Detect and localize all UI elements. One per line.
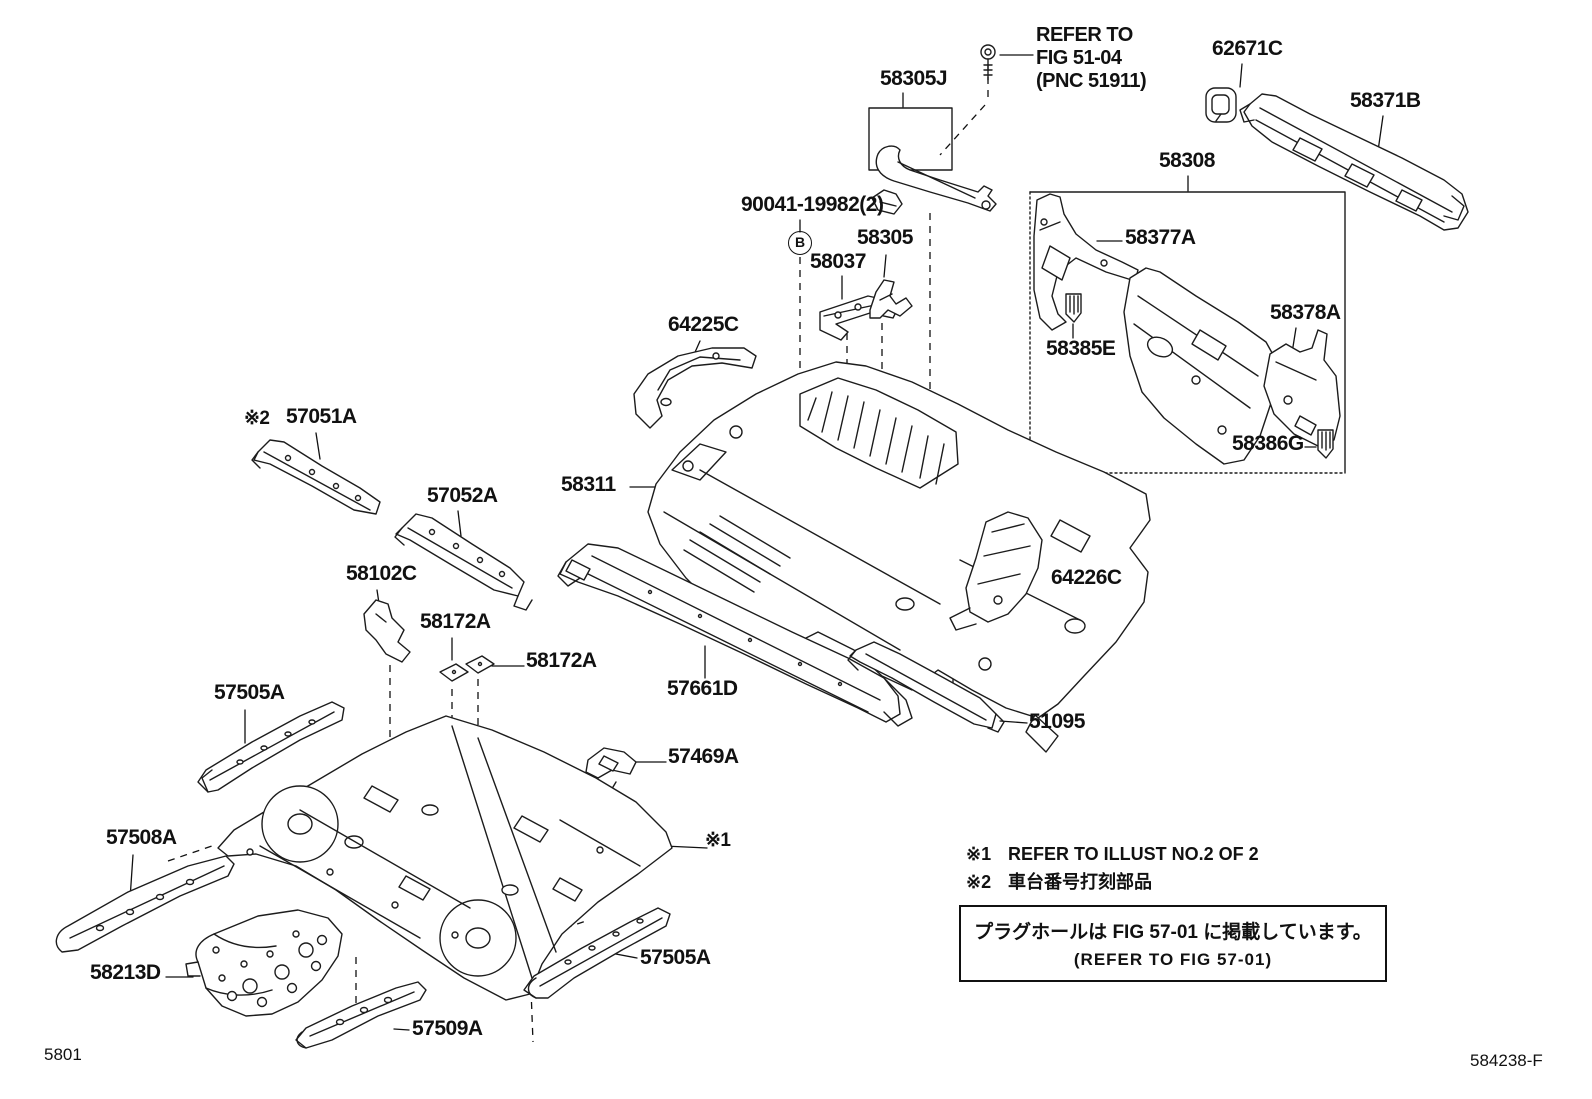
part-58213d-drawing bbox=[185, 909, 343, 1017]
callout-64225c: 64225C bbox=[668, 313, 739, 336]
figure-code: 5801 bbox=[44, 1045, 82, 1064]
callout-58213d: 58213D bbox=[90, 961, 161, 984]
callout-64226c: 64226C bbox=[1051, 566, 1122, 589]
part-64226c-drawing bbox=[949, 511, 1043, 631]
plug-hole-note-box: プラグホールは FIG 57-01 に掲載しています。 (REFER TO FI… bbox=[959, 905, 1387, 982]
bolt-variant-marker: B bbox=[788, 231, 812, 255]
part-51095-drawing bbox=[847, 641, 1005, 733]
callout-57508a: 57508A bbox=[106, 826, 177, 849]
callout-note1-mark: ※1 bbox=[705, 830, 731, 851]
part-58305j-drawing bbox=[868, 107, 997, 215]
callout-58037: 58037 bbox=[810, 250, 866, 273]
callout-57469a: 57469A bbox=[668, 745, 739, 768]
callout-58311: 58311 bbox=[561, 473, 616, 496]
footnote-2-text: 車台番号打刻部品 bbox=[1008, 871, 1152, 892]
part-57051a-drawing bbox=[251, 439, 381, 515]
drawing-code: 584238-F bbox=[1470, 1051, 1543, 1070]
footnote-2: ※2 車台番号打刻部品 bbox=[966, 871, 1259, 894]
callout-58377a: 58377A bbox=[1125, 226, 1196, 249]
part-57505a-rear-drawing bbox=[523, 907, 671, 999]
part-64225c-drawing bbox=[633, 347, 757, 429]
callout-58172a-2: 58172A bbox=[526, 649, 597, 672]
part-58385e-drawing bbox=[1065, 293, 1082, 323]
callout-58371b: 58371B bbox=[1350, 89, 1421, 112]
part-lower-back-panel-drawing bbox=[1123, 267, 1277, 465]
footnote-1: ※1 REFER TO ILLUST NO.2 OF 2 bbox=[966, 843, 1259, 866]
part-58305-drawing bbox=[869, 279, 913, 319]
callout-90041-19982: 90041-19982(2) bbox=[741, 193, 884, 216]
footnotes: ※1 REFER TO ILLUST NO.2 OF 2 ※2 車台番号打刻部品 bbox=[966, 843, 1259, 898]
callout-62671c: 62671C bbox=[1212, 37, 1283, 60]
plug-hole-note-jp: プラグホールは FIG 57-01 に掲載しています。 bbox=[974, 922, 1372, 943]
callout-58102c: 58102C bbox=[346, 562, 417, 585]
part-57508a-drawing bbox=[55, 855, 235, 953]
part-57469a-drawing bbox=[585, 747, 637, 793]
part-62671c-drawing bbox=[1205, 87, 1237, 123]
part-58371b-drawing bbox=[1239, 93, 1469, 231]
part-57509a-drawing bbox=[295, 981, 427, 1049]
plug-hole-note-en: (REFER TO FIG 57-01) bbox=[1073, 950, 1273, 969]
part-57505a-front-drawing bbox=[197, 701, 345, 793]
part-58378a-drawing bbox=[1263, 329, 1341, 447]
part-58102c-drawing bbox=[363, 599, 411, 663]
callout-57661d: 57661D bbox=[667, 677, 738, 700]
bolt-icon bbox=[980, 44, 996, 81]
footnote-1-mark: ※1 bbox=[966, 844, 992, 864]
callout-58305: 58305 bbox=[857, 226, 913, 249]
callout-57509a: 57509A bbox=[412, 1017, 483, 1040]
callout-58305j: 58305J bbox=[880, 67, 948, 90]
callout-58378a: 58378A bbox=[1270, 301, 1341, 324]
footnote-1-text: REFER TO ILLUST NO.2 OF 2 bbox=[1008, 844, 1259, 864]
callout-57052a: 57052A bbox=[427, 484, 498, 507]
callout-51095: 51095 bbox=[1029, 710, 1085, 733]
footnote-2-mark: ※2 bbox=[966, 871, 992, 892]
callout-58172a-1: 58172A bbox=[420, 610, 491, 633]
callout-57505a-rear: 57505A bbox=[640, 946, 711, 969]
part-57052a-drawing bbox=[394, 513, 533, 611]
part-58172a-shims-drawing bbox=[439, 655, 495, 682]
part-front-floor-panel-drawing bbox=[217, 715, 673, 1001]
part-58386g-drawing bbox=[1317, 429, 1334, 459]
callout-57051a: 57051A bbox=[286, 405, 357, 428]
refer-to-fig-note: REFER TO FIG 51-04 (PNC 51911) bbox=[1036, 24, 1147, 92]
part-57661d-drawing bbox=[557, 543, 913, 727]
callout-57505a-front: 57505A bbox=[214, 681, 285, 704]
callout-58308: 58308 bbox=[1159, 149, 1215, 172]
part-58377a-drawing bbox=[1033, 193, 1139, 331]
callout-58386g: 58386G bbox=[1232, 432, 1304, 455]
callout-note2-mark: ※2 bbox=[244, 408, 270, 429]
callout-58385e: 58385E bbox=[1046, 337, 1116, 360]
